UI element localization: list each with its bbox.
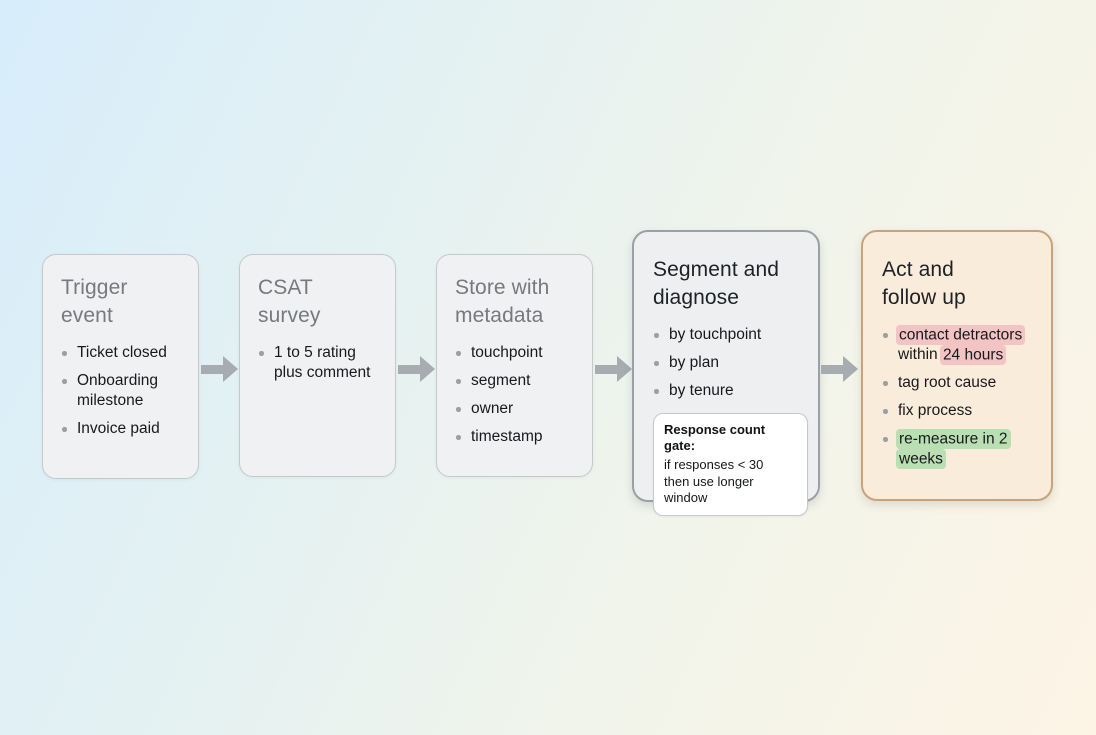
box-title: Segment and diagnose [653,258,780,309]
bullet-list: 1 to 5 rating plus comment [258,343,383,383]
flow-box-act-and-follow-up: Act and follow up contact detractors wit… [861,230,1053,501]
bullet-text: touchpoint [471,344,543,361]
bullet-item: tag root cause [882,373,1039,393]
highlight-pink: 24 hours [939,344,1007,365]
arrow-shaft [595,364,618,374]
bullet-item: Onboarding milestone [61,371,186,411]
bullet-item: by tenure [653,381,806,401]
bullet-text: owner [471,400,514,417]
arrow-head [420,356,435,382]
bullet-item: segment [455,371,580,391]
flow-box-csat-survey: CSAT survey 1 to 5 rating plus comment [239,254,396,477]
arrow-shaft [398,364,421,374]
arrow-head [843,356,858,382]
bullet-item: Invoice paid [61,419,186,439]
box-title: CSAT survey [258,276,321,327]
arrow-right-icon [398,356,435,382]
bullet-text: timestamp [471,428,543,445]
highlight-green: re-measure in 2 weeks [896,428,1011,469]
bullet-item: fix process [882,401,1039,421]
bullet-item: Ticket closed [61,343,186,363]
bullet-text: by tenure [669,382,734,399]
bullet-text: segment [471,372,531,389]
bullet-text: by plan [669,354,719,371]
bullet-text: 1 to 5 rating plus comment [274,344,371,381]
flow-box-segment-and-diagnose: Segment and diagnose by touchpoint by pla… [632,230,820,516]
bullet-item: 1 to 5 rating plus comment [258,343,383,383]
bullet-item: touchpoint [455,343,580,363]
bullet-list: touchpoint segment owner timestamp [455,343,580,447]
bullet-text: Invoice paid [77,420,160,437]
flow-box-store-with-metadata: Store with metadata touchpoint segment own… [436,254,593,477]
bullet-item: contact detractors within 24 hours [882,324,1039,365]
box-title: Act and follow up [882,258,966,309]
arrow-shaft [821,364,844,374]
box-title: Store with metadata [455,276,550,327]
bullet-item: owner [455,399,580,419]
bullet-item: by touchpoint [653,325,806,345]
bullet-text: Onboarding milestone [77,372,159,409]
bullet-text: within [898,346,942,363]
note-line: if responses < 30 [664,457,764,472]
bullet-item: re-measure in 2 weeks [882,428,1039,469]
bullet-text: by touchpoint [669,326,762,343]
note-line: then use longer window [664,473,754,506]
note-title: Response count gate: [664,422,766,453]
arrow-head [617,356,632,382]
bullet-list: by touchpoint by plan by tenure [653,325,806,401]
box-title: Trigger event [61,276,128,327]
bullet-text: Ticket closed [77,344,167,361]
arrow-head [223,356,238,382]
bullet-text: tag root cause [898,374,997,391]
bullet-item: timestamp [455,427,580,447]
bullet-list: contact detractors within 24 hours tag ro… [882,324,1039,469]
highlight-pink: contact detractors [896,324,1026,345]
bullet-item: by plan [653,353,806,373]
arrow-right-icon [201,356,238,382]
arrow-shaft [201,364,224,374]
arrow-right-icon [595,356,632,382]
arrow-right-icon [821,356,858,382]
bullet-text: fix process [898,402,973,419]
